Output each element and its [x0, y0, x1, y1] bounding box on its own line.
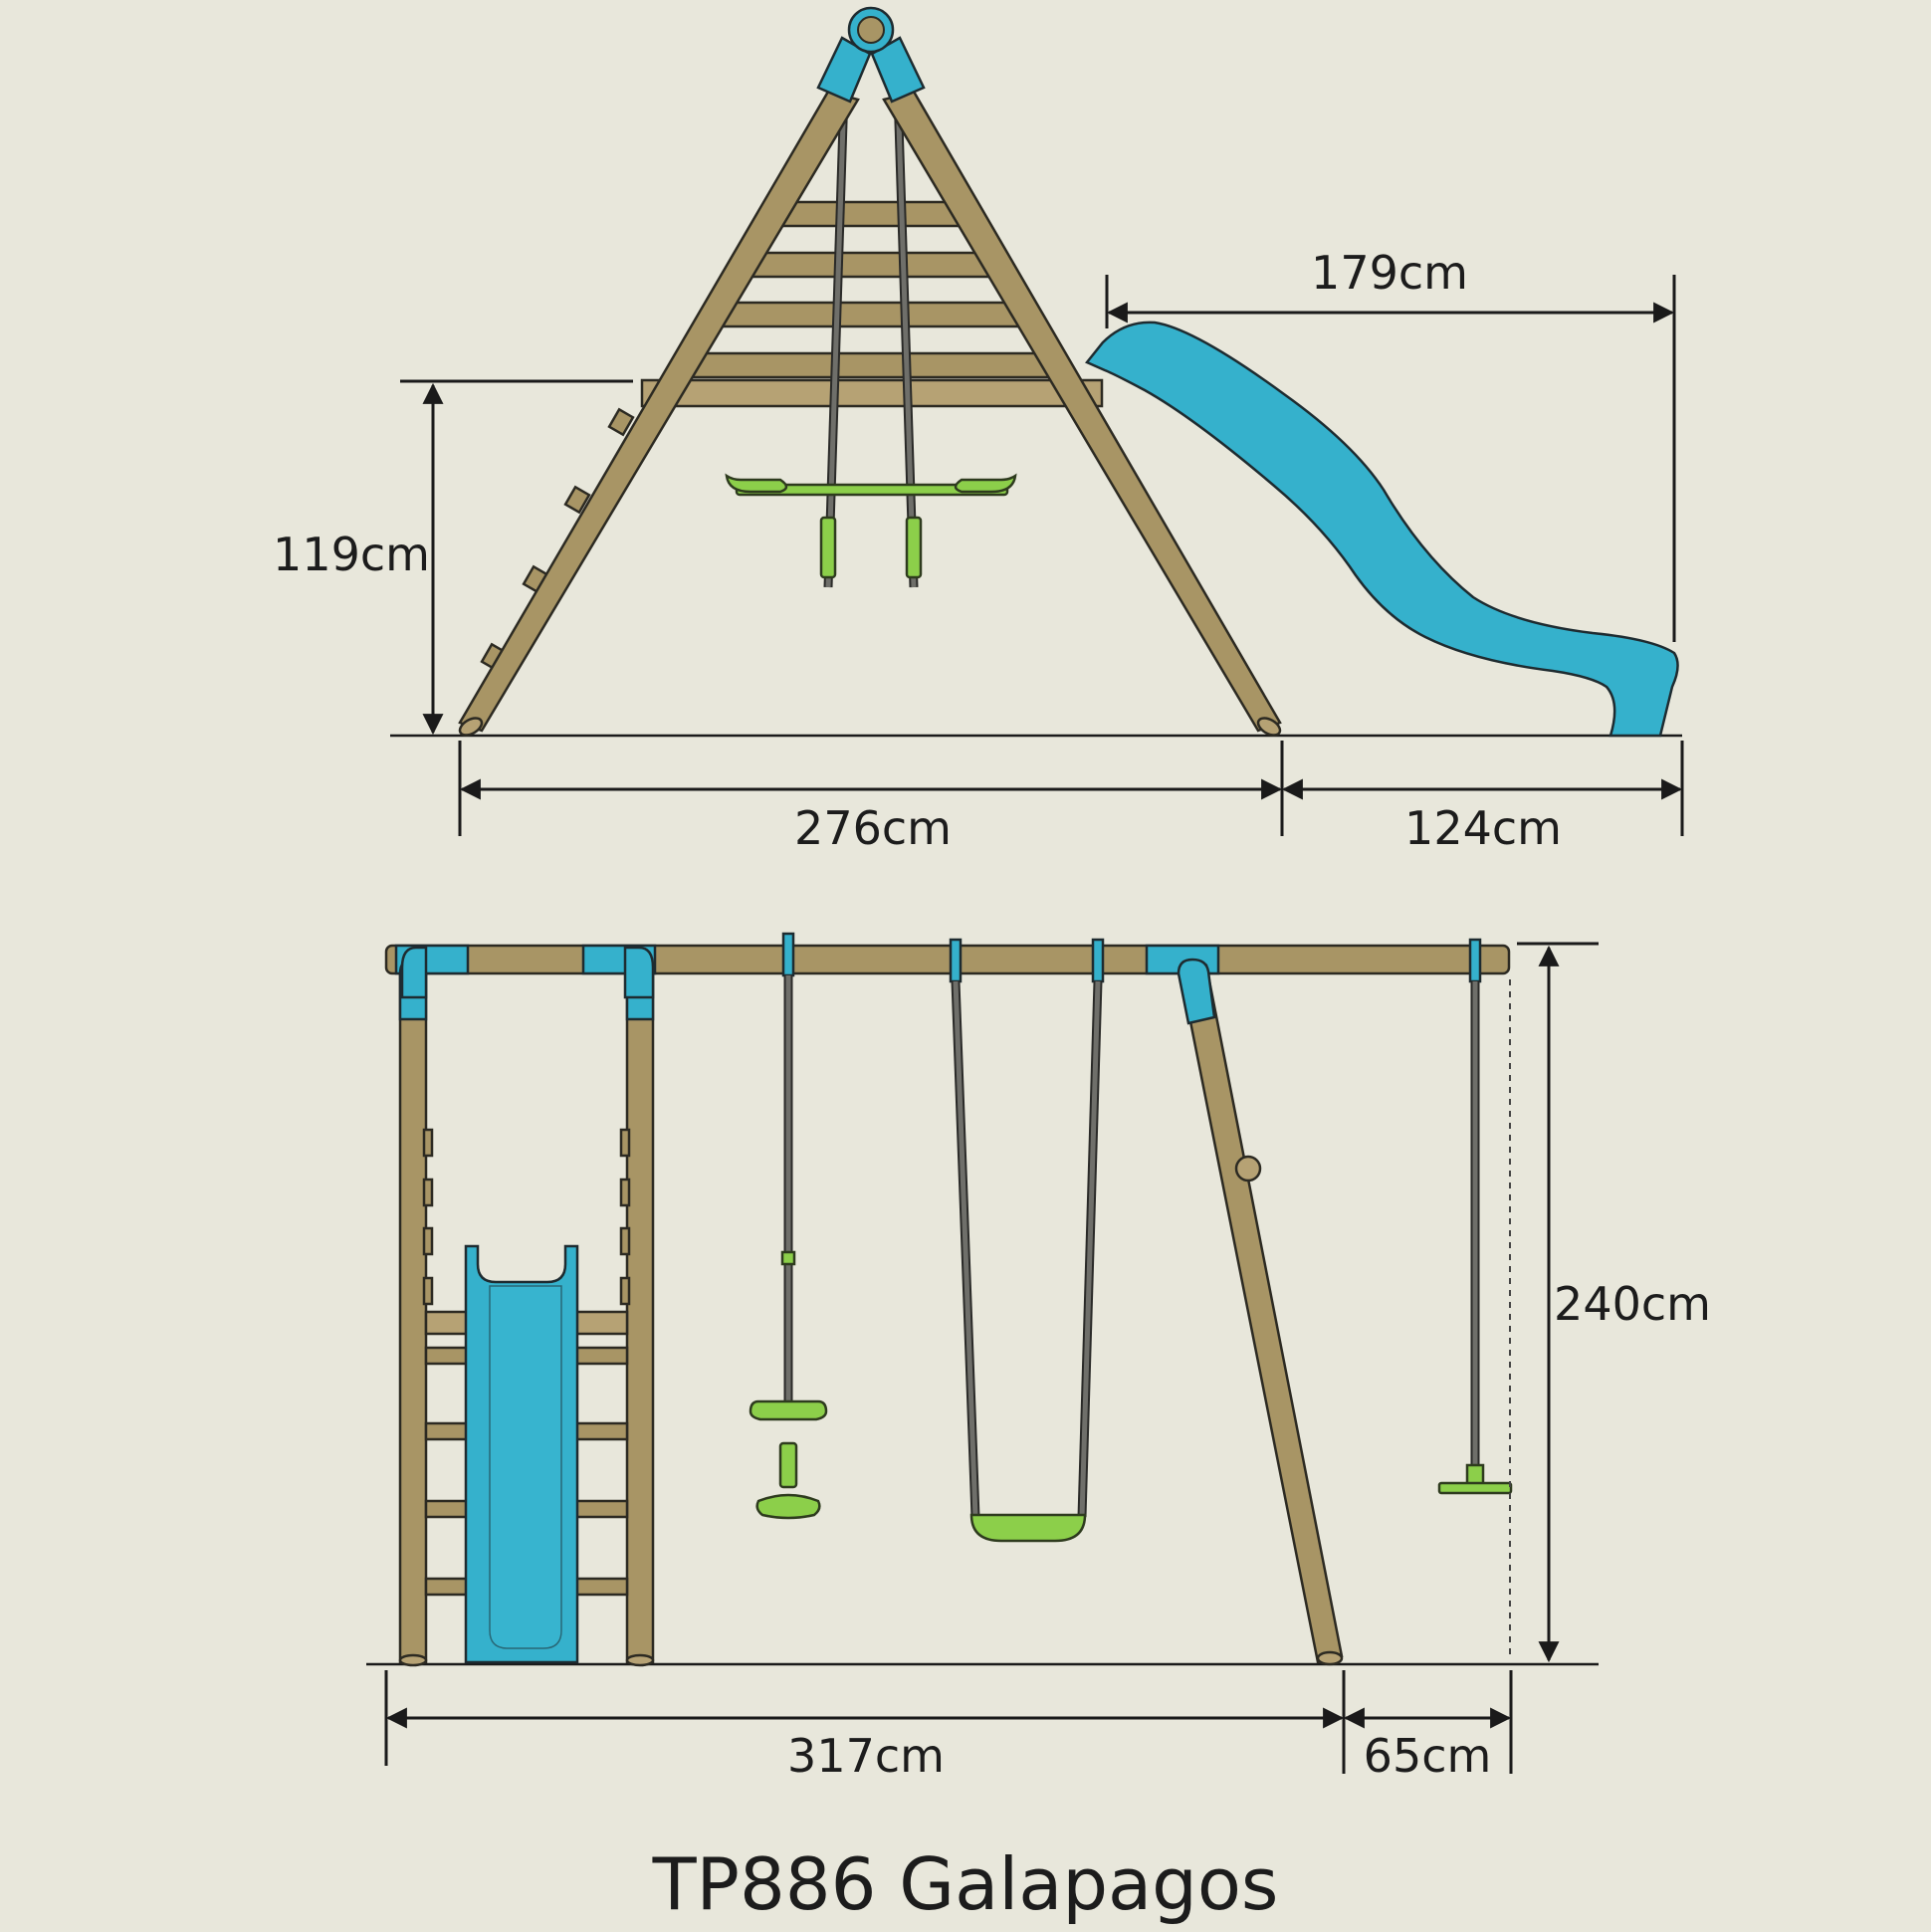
a-frame-leg-left — [458, 90, 860, 733]
a-frame-leg-front — [1179, 964, 1344, 1664]
dim-frame-width-label: 276cm — [794, 801, 952, 855]
dim-frame-length-label: 317cm — [787, 1729, 945, 1783]
climbing-holds — [480, 407, 635, 672]
dim-slide-length-label: 179cm — [1311, 246, 1468, 300]
dim-slide-length: 179cm — [1105, 246, 1676, 642]
dim-slide-run-label: 124cm — [1404, 801, 1562, 855]
dim-total-height-label: 240cm — [1554, 1277, 1711, 1331]
leg-bolt — [1234, 1155, 1262, 1182]
dim-platform-height: 119cm — [273, 379, 633, 736]
t-bar-swing — [1437, 938, 1513, 1660]
dim-total-height: 240cm — [1517, 942, 1711, 1663]
belt-swing — [949, 938, 1105, 1543]
dim-slide-run: 124cm — [1281, 741, 1684, 855]
side-swing-ropes — [823, 91, 919, 588]
front-climbing-holds — [422, 1128, 631, 1306]
dim-overhang-label: 65cm — [1364, 1729, 1492, 1783]
product-title: TP886 Galapagos — [652, 1842, 1279, 1926]
platform-deck — [640, 378, 1104, 408]
glider-seat-side — [725, 473, 1017, 579]
tower-post-left — [398, 973, 428, 1664]
dim-frame-length: 317cm — [384, 1670, 1346, 1783]
dim-platform-height-label: 119cm — [273, 528, 430, 581]
dim-frame-width: 276cm — [458, 741, 1284, 855]
tower-post-right — [625, 973, 655, 1664]
top-beam — [384, 944, 1511, 975]
front-view: 240cm 317cm 65cm — [366, 932, 1711, 1783]
dim-overhang: 65cm — [1343, 1670, 1513, 1783]
glider-swing-front — [749, 932, 828, 1520]
slide-side — [1085, 321, 1679, 738]
side-view: 179cm 119cm 276cm 124cm — [273, 6, 1684, 855]
apex-connector — [816, 6, 926, 104]
leg-connector — [1177, 958, 1216, 1025]
